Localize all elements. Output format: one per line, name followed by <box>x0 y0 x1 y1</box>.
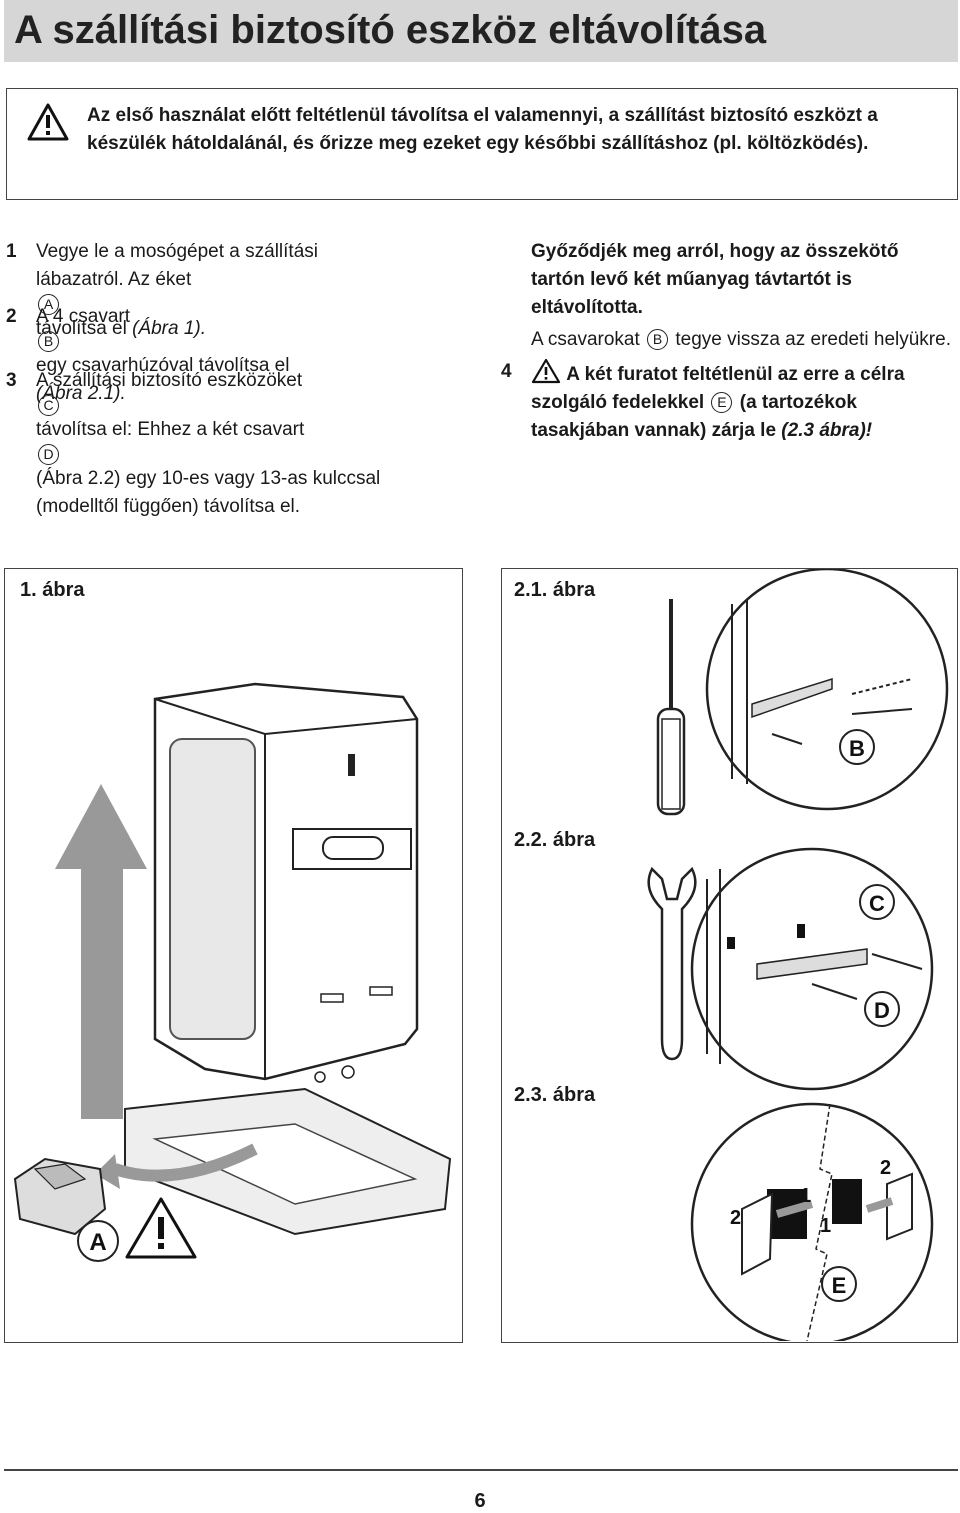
right-text: tegye vissza az eredeti helyükre. <box>675 329 951 350</box>
figure-2: 2.1. ábra 2.2. ábra 2.3. ábra B <box>501 568 958 1343</box>
washing-machine-illustration: A <box>13 682 452 1262</box>
step4-text: (a tartozékok tasakjában vannak) zárja l… <box>531 392 857 441</box>
step-number: 2 <box>880 1157 891 1179</box>
warning-icon <box>27 103 69 141</box>
step-text: lábazatról. Az éket <box>36 269 192 290</box>
figure-ref: (2.3 ábra)! <box>781 420 873 441</box>
step-number: 1 <box>820 1215 831 1237</box>
arrow-up-icon <box>55 784 147 1119</box>
screwdriver-icon <box>656 599 686 816</box>
step-text: egy csavarhúzóval távolítsa el <box>36 355 290 376</box>
step-3: 3 A szállítási biztosító eszközöket C tá… <box>6 367 476 517</box>
step-text: A szállítási biztosító eszközöket <box>36 370 303 391</box>
right-text: A csavarokat <box>531 329 640 350</box>
marker-a: A <box>89 1229 106 1256</box>
step-2: 2 A 4 csavart B egy csavarhúzóval távolí… <box>6 303 476 404</box>
marker-e: E <box>832 1273 847 1298</box>
wrench-icon <box>647 866 697 1061</box>
step-number: 1 <box>6 241 17 262</box>
figure-label: 2.3. ábra <box>514 1084 596 1106</box>
figure-1: 1. ábra A <box>4 568 463 1343</box>
figure-label: 1. ábra <box>20 579 85 601</box>
step-1: 1 Vegye le a mosógépet a szállítási lába… <box>6 238 476 339</box>
marker-c: C <box>38 395 59 416</box>
step-number: 2 <box>730 1207 741 1229</box>
figure-ref: (Ábra 1). <box>132 318 207 339</box>
warning-icon <box>531 358 561 384</box>
marker-c: C <box>869 891 885 916</box>
marker-b: B <box>647 329 669 350</box>
step-text: (modelltől függően) távolítsa el. <box>36 496 301 517</box>
title-bar: A szállítási biztosító eszköz eltávolítá… <box>4 0 958 62</box>
marker-d: D <box>874 998 890 1023</box>
warning-text: Az első használat előtt feltétlenül távo… <box>87 105 878 154</box>
step-text: (Ábra 2.2) egy 10-es vagy 13-as kulccsal <box>36 468 381 489</box>
right-column: Győződjék meg arról, hogy az összekötő t… <box>501 238 956 445</box>
step-text: távolítsa el: Ehhez a két csavart <box>36 419 305 440</box>
warning-box: Az első használat előtt feltétlenül távo… <box>6 88 958 200</box>
warning-icon <box>125 1197 197 1259</box>
step-text: Vegye le a mosógépet a szállítási <box>36 241 319 262</box>
footer-divider <box>4 1469 958 1471</box>
page-number: 6 <box>474 1490 486 1512</box>
step-number: 3 <box>6 370 17 391</box>
marker-b: B <box>849 736 865 761</box>
marker-d: D <box>38 444 59 465</box>
right-bold-text: Győződjék meg arról, hogy az összekötő t… <box>531 241 899 318</box>
figure-label: 2.1. ábra <box>514 579 596 601</box>
step4-text: A két furatot feltétlenül az erre a célr… <box>531 364 905 413</box>
marker-a: A <box>38 294 59 315</box>
step-text: távolítsa el <box>36 318 127 339</box>
page-title: A szállítási biztosító eszköz eltávolítá… <box>14 8 767 52</box>
step-text: A 4 csavart <box>36 306 130 327</box>
figure-ref: (Ábra 2.1). <box>36 383 126 404</box>
marker-e: E <box>711 392 733 413</box>
figure-2-illustrations: B C D 2 1 1 2 E <box>647 569 949 1341</box>
step-number: 2 <box>6 306 17 327</box>
step-number: 4 <box>501 361 512 382</box>
step-number: 1 <box>800 1185 811 1207</box>
figure-label: 2.2. ábra <box>514 829 596 851</box>
marker-b: B <box>38 331 59 352</box>
